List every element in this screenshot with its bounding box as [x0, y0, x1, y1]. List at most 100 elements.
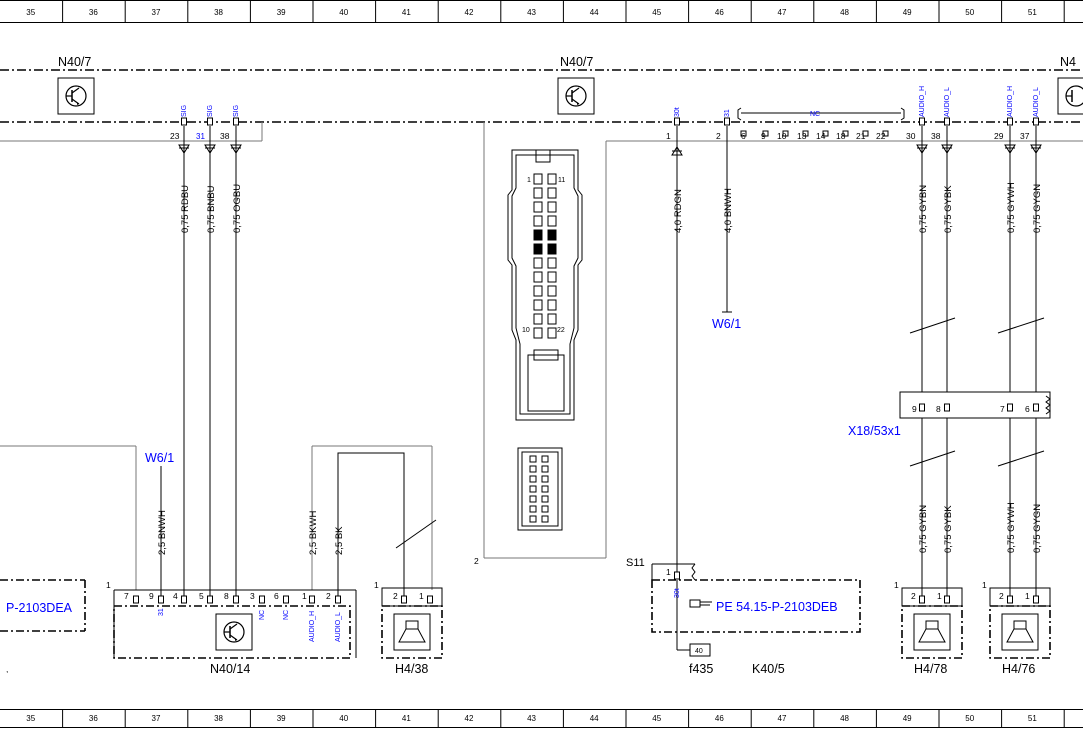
pin-38-left: 38	[220, 131, 230, 141]
wire-label-bnwh-2-5: 2,5 BNWH	[157, 510, 168, 555]
n40-14-pin-2: 2	[326, 591, 331, 601]
ruler-column-number: 44	[590, 8, 599, 17]
k40-5-housing	[651, 563, 861, 657]
n40-14-pin-5: 5	[199, 591, 204, 601]
wire-label-gybn-top: 0,75 GYBN	[918, 185, 929, 233]
ruler-column-number: 45	[652, 714, 661, 723]
ruler-column-number: 36	[89, 8, 98, 17]
wire-label-ogbu: 0,75 OGBU	[232, 184, 243, 233]
connector-pin-10: 10	[522, 327, 530, 334]
ruler-column-number: 40	[339, 8, 348, 17]
w6-1-label-top: W6/1	[712, 317, 741, 331]
speaker-h4-78	[901, 587, 963, 659]
amplifier-icon-right	[1057, 77, 1083, 115]
ruler-column-number: 47	[778, 714, 787, 723]
k40-5-signal-30t: 30t	[674, 588, 681, 598]
f435-pin-40: 40	[695, 648, 703, 655]
wire-label-gywh-bottom: 0,75 GYWH	[1006, 502, 1017, 553]
pin-18: 18	[836, 131, 846, 141]
ruler-column-number: 45	[652, 8, 661, 17]
signal-label-audio-h-2: AUDIO_H	[1007, 86, 1014, 117]
ruler-column-number: 49	[903, 714, 912, 723]
x18-53x1-label: X18/53x1	[848, 424, 901, 438]
ruler-column-number: 43	[527, 714, 536, 723]
wire-label-bnbu: 0,75 BNBU	[206, 185, 217, 233]
h4-78-label: H4/78	[914, 662, 947, 676]
wire-label-bnwh: 4,0 BNWH	[723, 188, 734, 233]
k40-5-pin-1: 1	[666, 567, 671, 577]
h4-78-pin-1: 1	[937, 591, 942, 601]
n40-14-signal-audio-l: AUDIO_L	[335, 612, 342, 642]
pin-6: 6	[741, 131, 746, 141]
ruler-column-number: 37	[152, 714, 161, 723]
pin-23: 23	[170, 131, 180, 141]
wire-label-bk-2-5: 2,5 BK	[334, 526, 345, 555]
ruler-column-number: 35	[26, 714, 35, 723]
h4-76-label: H4/76	[1002, 662, 1035, 676]
signal-label-sig-3: SIG	[233, 105, 240, 117]
ruler-column-number: 39	[277, 8, 286, 17]
n40-14-housing	[113, 589, 357, 659]
n40-14-signal-31: 31	[158, 608, 165, 616]
n40-14-signal-audio-h: AUDIO_H	[309, 611, 316, 642]
n40-14-pin-6: 6	[274, 591, 279, 601]
connector-pin-1: 1	[527, 177, 531, 184]
pin-31-blue: 31	[196, 132, 205, 141]
signal-label-audio-l-1: AUDIO_L	[944, 87, 951, 117]
wire-label-rdbu: 0,75 RDBU	[180, 185, 191, 233]
ruler-column-number: 47	[778, 8, 787, 17]
speaker-h4-38	[381, 587, 443, 659]
amplifier-icon-left	[57, 77, 95, 115]
ruler-column-number: 51	[1028, 8, 1037, 17]
speaker-h4-76	[989, 587, 1051, 659]
pin-1-mid: 1	[666, 131, 671, 141]
pe-reference-link[interactable]: PE 54.15-P-2103DEB	[716, 600, 838, 614]
pin-38-right: 38	[931, 131, 941, 141]
wire-label-gywh-top: 0,75 GYWH	[1006, 182, 1017, 233]
speaker-icon-h4-38	[393, 613, 431, 651]
wire-label-gybn-bottom: 0,75 GYBN	[918, 505, 929, 553]
ref-left-partial[interactable]: P-2103DEA	[6, 601, 73, 615]
pin-13: 13	[797, 131, 807, 141]
x18-53x1-connector	[899, 391, 1051, 419]
wire-label-gybk-top: 0,75 GYBK	[943, 185, 954, 233]
k40-5-label: K40/5	[752, 662, 785, 676]
reference-pointer-icon	[689, 599, 712, 608]
h4-38-pin-1: 1	[419, 591, 424, 601]
connector-face-small	[517, 447, 563, 531]
n40-14-pin-1: 1	[302, 591, 307, 601]
pin-29: 29	[994, 131, 1004, 141]
ruler-column-number: 50	[965, 714, 974, 723]
signal-label-nc-top: NC	[810, 111, 820, 118]
n40-7-label-left: N40/7	[58, 55, 91, 69]
w6-1-label-left: W6/1	[145, 451, 174, 465]
connector-face-illustration	[507, 149, 583, 421]
n40-7-audio-pins	[909, 117, 1045, 600]
ruler-column-number: 46	[715, 714, 724, 723]
pin-21: 21	[856, 131, 866, 141]
s11-label: S11	[626, 557, 645, 569]
signal-label-sig-2: SIG	[207, 105, 214, 117]
h4-38-label: H4/38	[395, 662, 428, 676]
h4-76-pin-1: 1	[1025, 591, 1030, 601]
n40-14-pin-3: 3	[250, 591, 255, 601]
ruler-column-number: 36	[89, 714, 98, 723]
connector-pin-11: 11	[558, 177, 565, 184]
pin-37: 37	[1020, 131, 1030, 141]
ruler-column-number: 44	[590, 714, 599, 723]
n40-14-label: N40/14	[210, 662, 250, 676]
x18-pin-6: 6	[1025, 404, 1030, 414]
ref-left-stub: ,	[6, 664, 8, 674]
ruler-column-number: 38	[214, 714, 223, 723]
wire-label-gygn-bottom: 0,75 GYGN	[1032, 504, 1043, 553]
pin-2-mid: 2	[716, 131, 721, 141]
h4-78-pin-2: 2	[911, 591, 916, 601]
ruler-column-number: 35	[26, 8, 35, 17]
amplifier-icon-n40-14	[215, 613, 253, 651]
pin-10: 10	[777, 131, 787, 141]
x18-pin-8: 8	[936, 404, 941, 414]
ruler-column-number: 51	[1028, 714, 1037, 723]
wire-label-rdgn: 4,0 RDGN	[673, 189, 684, 233]
